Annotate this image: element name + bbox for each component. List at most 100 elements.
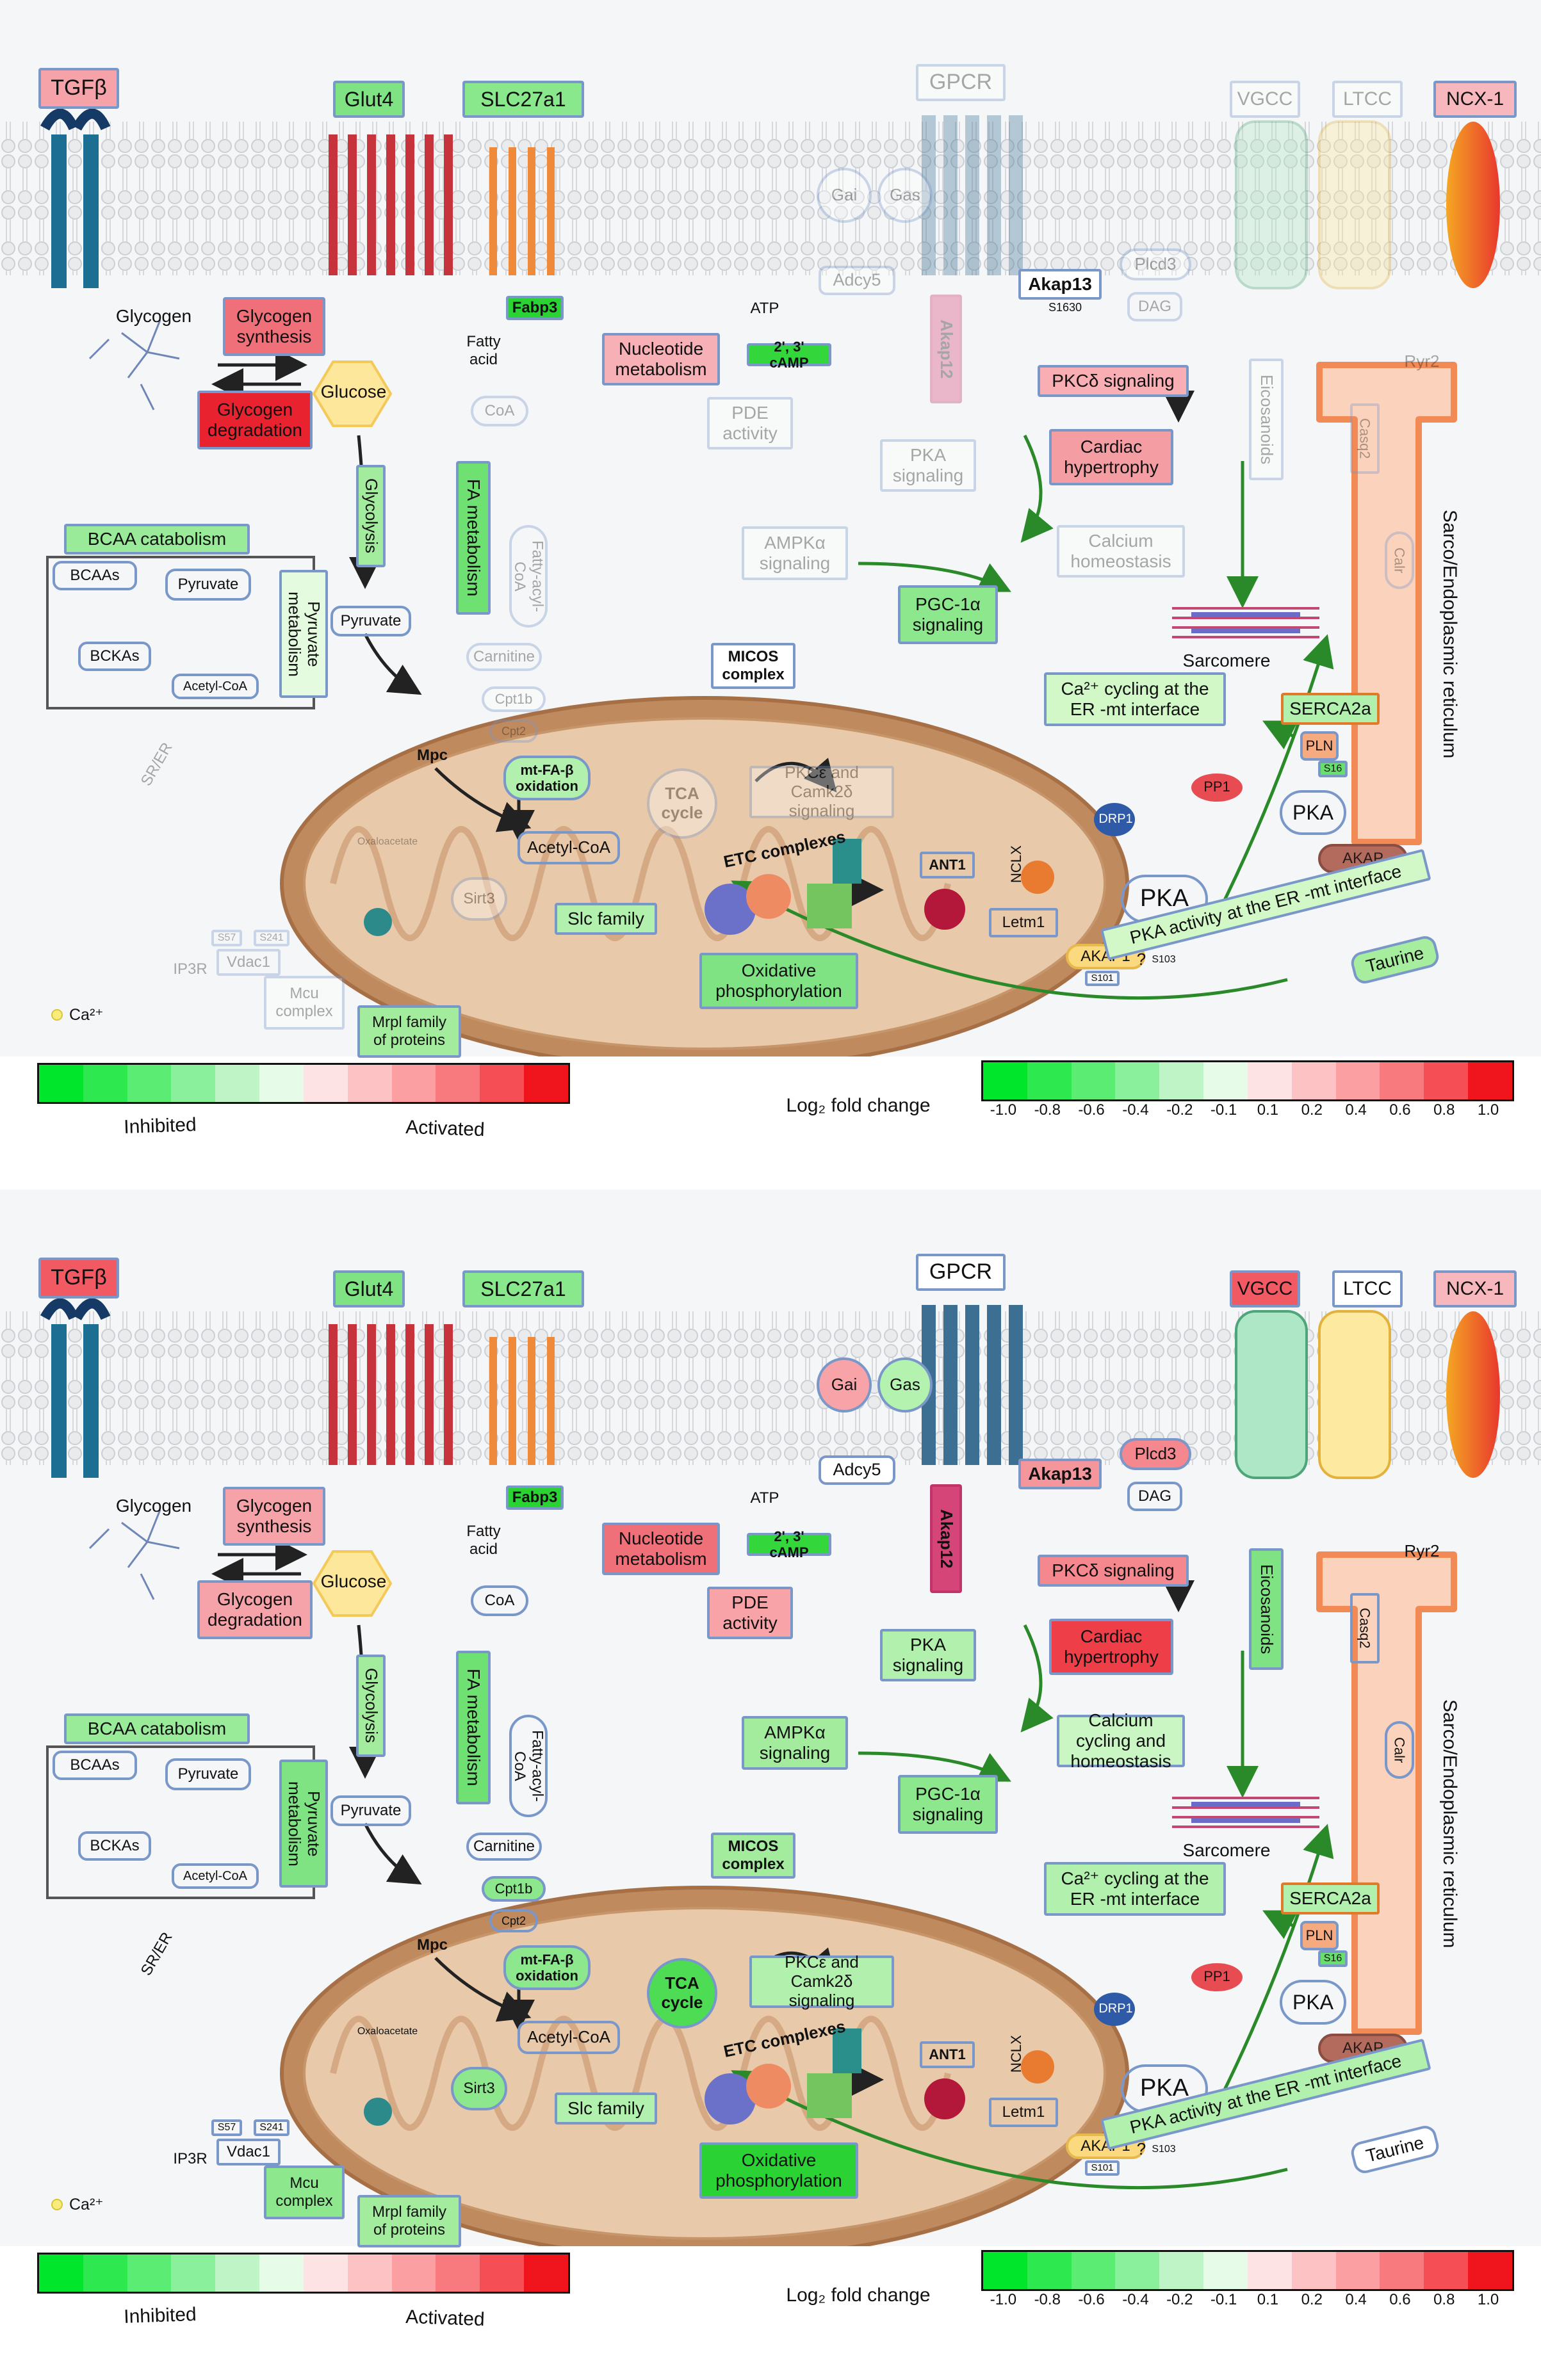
fatty-acyl-coa-label: Fatty-acyl-CoA xyxy=(509,525,548,627)
slc-family-label: Slc family xyxy=(555,2093,657,2125)
vgcc-channel-icon xyxy=(1235,120,1308,289)
acetyl-coa-label: Acetyl-CoA xyxy=(518,2021,620,2054)
tgfb-label: TGFβ xyxy=(38,68,119,109)
drp1-icon xyxy=(1094,1993,1135,2026)
tgfb-receptor-icon xyxy=(40,108,111,288)
casq2-label: Casq2 xyxy=(1350,1593,1380,1664)
scale-cell xyxy=(1247,1062,1292,1099)
scale-tick-label: -0.6 xyxy=(1078,2291,1105,2308)
oxphos-label: Oxidative phosphorylation xyxy=(699,953,858,1009)
log2fc-label: Log₂ fold change xyxy=(786,1095,931,1116)
drp1-label: DRP1 xyxy=(1098,812,1133,826)
q-label: ? xyxy=(1136,2139,1146,2158)
scale-cell xyxy=(436,2255,480,2292)
scale-cell xyxy=(1203,2252,1248,2289)
scale-cell xyxy=(347,2255,392,2292)
scale-cell xyxy=(1380,2252,1424,2289)
camp-label: 2', 3' cAMP xyxy=(747,339,831,371)
panel-b: B xyxy=(0,0,1541,1185)
akap13-label: Akap13 xyxy=(1018,269,1102,300)
oxaloacetate-label: Oxaloacetate xyxy=(357,2026,418,2037)
glycolysis-label: Glycolysis xyxy=(356,1655,386,1757)
scale-cell xyxy=(1027,2252,1072,2289)
bcaas-label: BCAAs xyxy=(53,561,137,590)
glycogen-synthesis-label: Glycogen synthesis xyxy=(223,1487,325,1546)
drp1-icon xyxy=(1094,803,1135,836)
scale-cell xyxy=(524,1065,568,1102)
ca-legend: Ca²⁺ xyxy=(51,1005,103,1024)
activated-label: Activated xyxy=(405,2306,485,2331)
cpt2-label: Cpt2 xyxy=(489,1909,538,1932)
cardiac-hypertrophy-label: Cardiac hypertrophy xyxy=(1049,1619,1173,1675)
calr-label: Calr xyxy=(1385,1721,1414,1779)
glut4-transporter-icon xyxy=(329,134,453,275)
ant1-icon xyxy=(924,2078,965,2119)
scale-cell xyxy=(303,1065,348,1102)
scale-tick-label: 0.8 xyxy=(1433,2291,1455,2308)
s241-label: S241 xyxy=(254,930,289,946)
ncx1-label: NCX-1 xyxy=(1433,1270,1517,1307)
mrpl-label: Mrpl family of proteins xyxy=(357,2195,461,2247)
glycogen-degradation-label: Glycogen degradation xyxy=(197,1580,313,1639)
acetyl-coa-label: Acetyl-CoA xyxy=(518,831,620,864)
nucleotide-metabolism-label: Nucleotide metabolism xyxy=(602,1523,720,1575)
scale-cell xyxy=(1335,1062,1380,1099)
letm1-icon xyxy=(1021,861,1054,894)
pka-mt-label: PKA xyxy=(1121,875,1208,923)
ca-legend: Ca²⁺ xyxy=(51,2195,103,2214)
fa-metabolism-label: FA metabolism xyxy=(456,1651,491,1804)
inhibited-label: Inhibited xyxy=(123,2304,197,2327)
ca-legend-label: Ca²⁺ xyxy=(69,1006,104,1024)
tgfb-label: TGFβ xyxy=(38,1258,119,1299)
sarco-er-label: Sarco/Endoplasmic reticulum xyxy=(1439,509,1460,759)
mrpl-label: Mrpl family of proteins xyxy=(357,1005,461,1058)
dag-label: DAG xyxy=(1127,1482,1182,1511)
sirt3-label: Sirt3 xyxy=(451,877,507,921)
carnitine-label: Carnitine xyxy=(466,643,542,671)
scale-tick-label: -0.1 xyxy=(1210,2291,1237,2308)
eicosanoids-label: Eicosanoids xyxy=(1249,359,1284,480)
serca2a-label: SERCA2a xyxy=(1281,693,1380,725)
color-scale-left xyxy=(37,2253,570,2294)
vgcc-channel-icon xyxy=(1235,1310,1308,1479)
q-label: ? xyxy=(1136,950,1146,969)
pyruvate-metabolism-label: Pyruvate metabolism xyxy=(279,570,328,698)
mcu-label: Mcu complex xyxy=(264,976,345,1030)
cpt1b-label: Cpt1b xyxy=(482,686,546,712)
scale-cell xyxy=(983,1062,1027,1099)
oxaloacetate-label: Oxaloacetate xyxy=(357,836,418,847)
pathway-diagram xyxy=(0,1190,1541,2246)
casq2-label: Casq2 xyxy=(1350,403,1380,474)
scale-cell xyxy=(1291,2252,1336,2289)
ca-dot-icon xyxy=(51,2199,63,2210)
adcy5-label: Adcy5 xyxy=(819,1455,895,1485)
vgcc-label: VGCC xyxy=(1230,81,1300,118)
akap12-label: Akap12 xyxy=(930,295,962,403)
s16-label: S16 xyxy=(1318,1950,1348,1967)
gas-label: Gas xyxy=(877,1357,933,1413)
acetyl-coa-small-label: Acetyl-CoA xyxy=(172,674,259,699)
scale-cell xyxy=(1027,1062,1072,1099)
nucleotide-metabolism-label: Nucleotide metabolism xyxy=(602,333,720,385)
sarcoplasmic-reticulum-icon xyxy=(1316,1551,1457,2035)
pkcd-signaling-label: PKCδ signaling xyxy=(1038,1555,1189,1587)
scale-tick-label: 0.2 xyxy=(1301,1101,1323,1119)
scale-cell xyxy=(1424,1062,1469,1099)
scale-cell xyxy=(215,2255,260,2292)
ltcc-channel-icon xyxy=(1318,120,1391,289)
pyruvate-box-label: Pyruvate xyxy=(165,569,251,601)
plcd3-label: Plcd3 xyxy=(1120,1438,1191,1470)
scale-cell xyxy=(1335,2252,1380,2289)
scale-tick-label: 0.4 xyxy=(1345,2291,1367,2308)
scale-cell xyxy=(83,1065,127,1102)
scale-cell xyxy=(171,2255,216,2292)
sarcomere-icon xyxy=(1172,607,1319,638)
pkce-label: PKCε and Camk2δ signaling xyxy=(749,763,894,820)
calcium-label: Calcium homeostasis xyxy=(1057,525,1185,578)
sarco-er-label: Sarco/Endoplasmic reticulum xyxy=(1439,1699,1460,1948)
calr-label: Calr xyxy=(1385,531,1414,589)
plcd3-label: Plcd3 xyxy=(1120,248,1191,280)
pkce-label: PKCε and Camk2δ signaling xyxy=(749,1952,894,2010)
glut4-label: Glut4 xyxy=(333,1270,405,1307)
gas-label: Gas xyxy=(877,168,933,223)
